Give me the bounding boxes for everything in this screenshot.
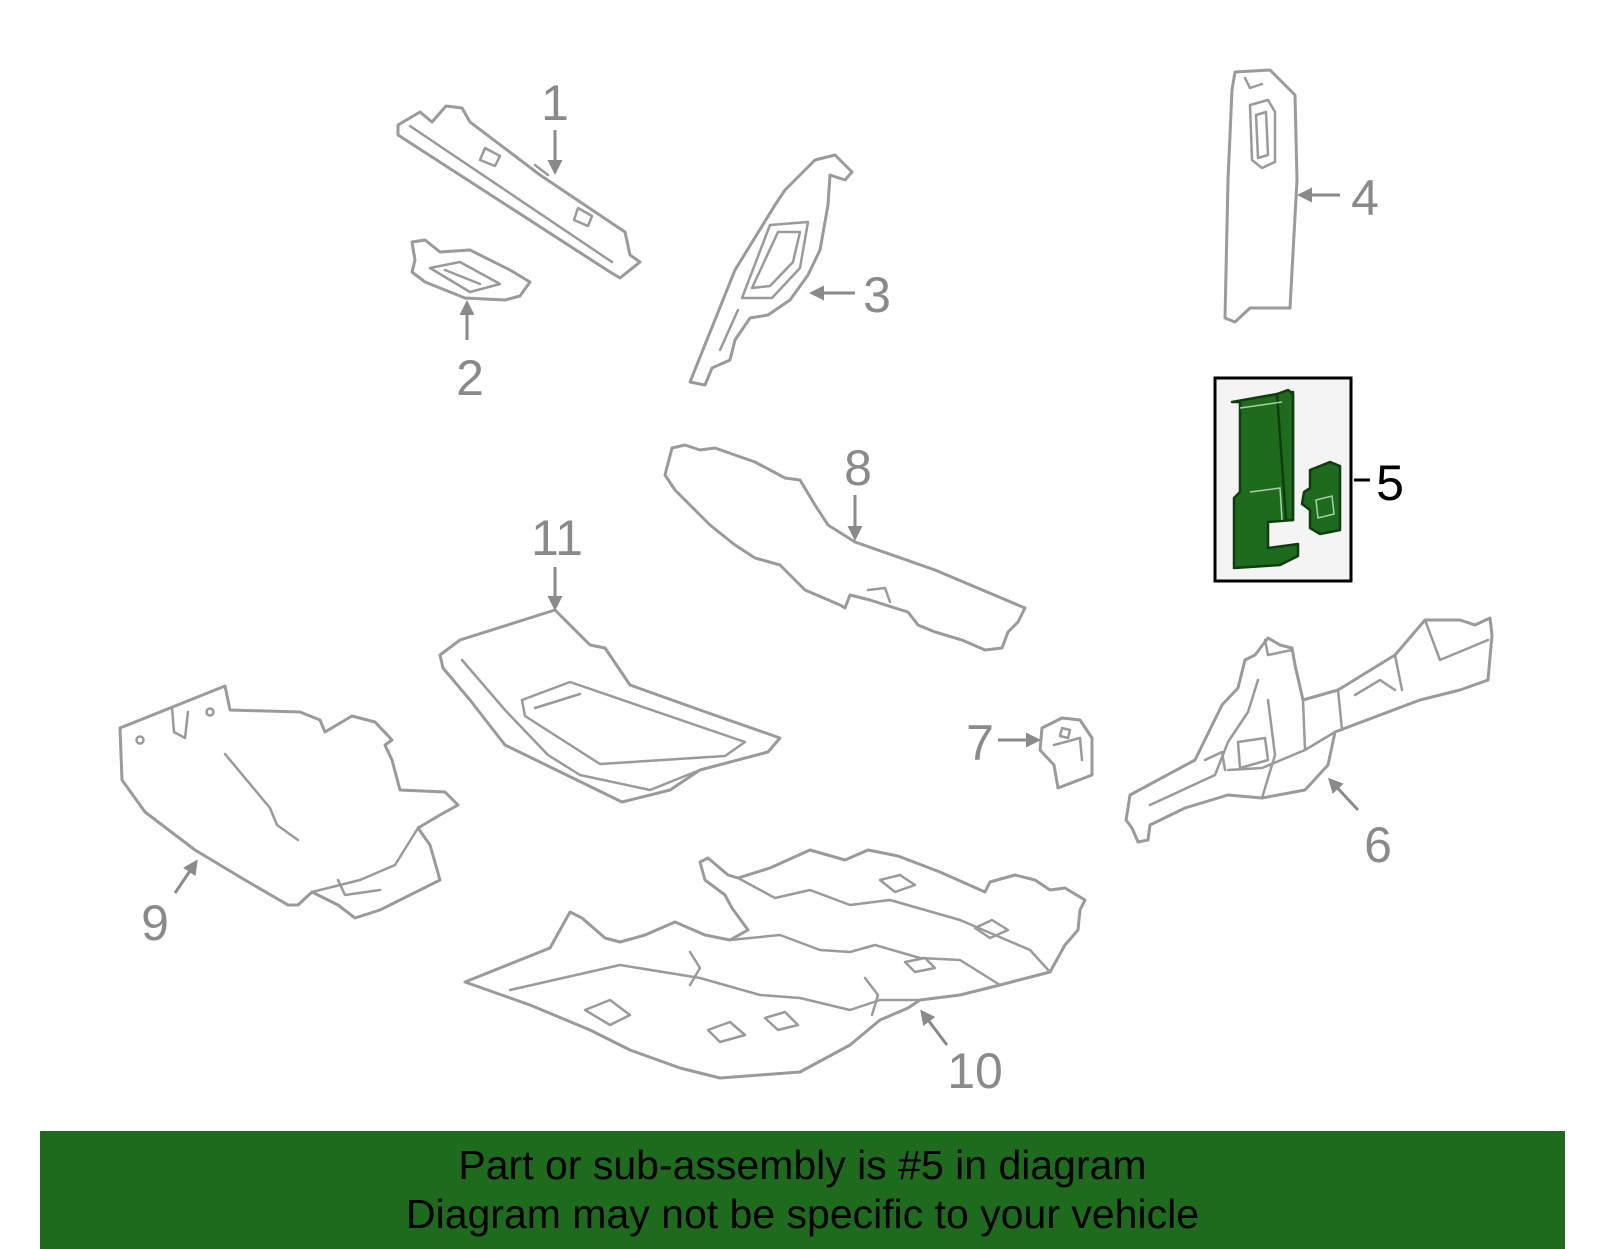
info-banner: Part or sub-assembly is #5 in diagram Di… [40,1131,1565,1249]
leader-6 [1327,777,1360,812]
callout-1: 1 [541,75,569,131]
callout-9: 9 [141,895,169,951]
callout-8: 8 [844,440,872,496]
part-9-insulator[interactable] [118,684,460,920]
part-10-floor-carpet[interactable] [463,848,1087,1080]
banner-line-1: Part or sub-assembly is #5 in diagram [458,1142,1147,1188]
part-2-bracket[interactable] [410,238,532,302]
part-6-floor-rail[interactable] [1124,616,1494,844]
banner-line-2: Diagram may not be specific to your vehi… [405,1191,1199,1237]
callout-4: 4 [1351,170,1379,226]
leader-10 [920,1009,949,1046]
callout-5[interactable]: 5 [1376,455,1404,511]
callout-7: 7 [966,715,994,771]
callout-10: 10 [947,1043,1003,1099]
callout-3: 3 [863,267,891,323]
callout-2: 2 [456,350,484,406]
part-1-trim-bar[interactable] [396,104,642,280]
part-4-b-pillar-trim[interactable] [1223,68,1299,324]
part-7-clip[interactable] [1038,716,1094,790]
part-5-highlight-box[interactable] [1213,376,1353,583]
part-8-insulation-strip[interactable] [663,443,1027,652]
callout-11: 11 [531,510,583,566]
callout-6: 6 [1364,817,1392,873]
part-11-floor-mat[interactable] [438,608,782,804]
part-3-pillar-trim[interactable] [688,153,854,387]
leader-9 [173,859,198,894]
